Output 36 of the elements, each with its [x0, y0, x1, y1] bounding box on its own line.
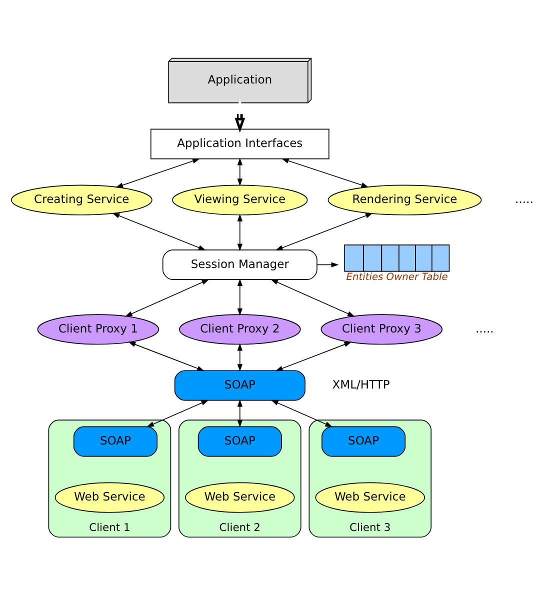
arrow [237, 278, 243, 316]
arrow [281, 158, 369, 188]
arrow [112, 213, 206, 250]
arrow [316, 262, 339, 268]
node-box: Application Interfaces [150, 128, 330, 160]
arrow [237, 214, 243, 252]
arrow [124, 279, 210, 317]
arrow [146, 400, 209, 428]
node-ellipse: Creating Service [10, 184, 152, 216]
arrow [270, 400, 333, 428]
label: XML/HTTP [332, 378, 390, 392]
arrow [275, 342, 352, 372]
node-box: SOAP [322, 426, 406, 457]
label: ..... [476, 321, 494, 336]
node-ellipse: Rendering Service [328, 184, 482, 216]
node-ellipse: Client Proxy 3 [320, 314, 443, 345]
node-box: SOAP [174, 370, 306, 401]
node-ellipse: Viewing Service [172, 184, 308, 216]
node-label: Entities Owner Table [346, 272, 448, 284]
node-ellipse: Web Service [185, 482, 295, 513]
node-box: SOAP [198, 426, 282, 457]
node-box: SOAP [73, 426, 158, 457]
arrow [234, 99, 246, 133]
node-ellipse: Client Proxy 1 [37, 314, 160, 345]
arrow [237, 343, 243, 372]
arrow [275, 213, 373, 250]
arrow [128, 342, 205, 372]
node-ellipse: Web Service [54, 482, 165, 513]
arrow [237, 158, 243, 186]
arrow [116, 158, 200, 188]
arrow [270, 279, 355, 317]
arrow [237, 399, 243, 428]
node-box: Session Manager [162, 250, 318, 280]
label: ..... [515, 192, 534, 206]
node-ellipse: Web Service [315, 482, 425, 513]
node-ellipse: Client Proxy 2 [179, 314, 301, 345]
